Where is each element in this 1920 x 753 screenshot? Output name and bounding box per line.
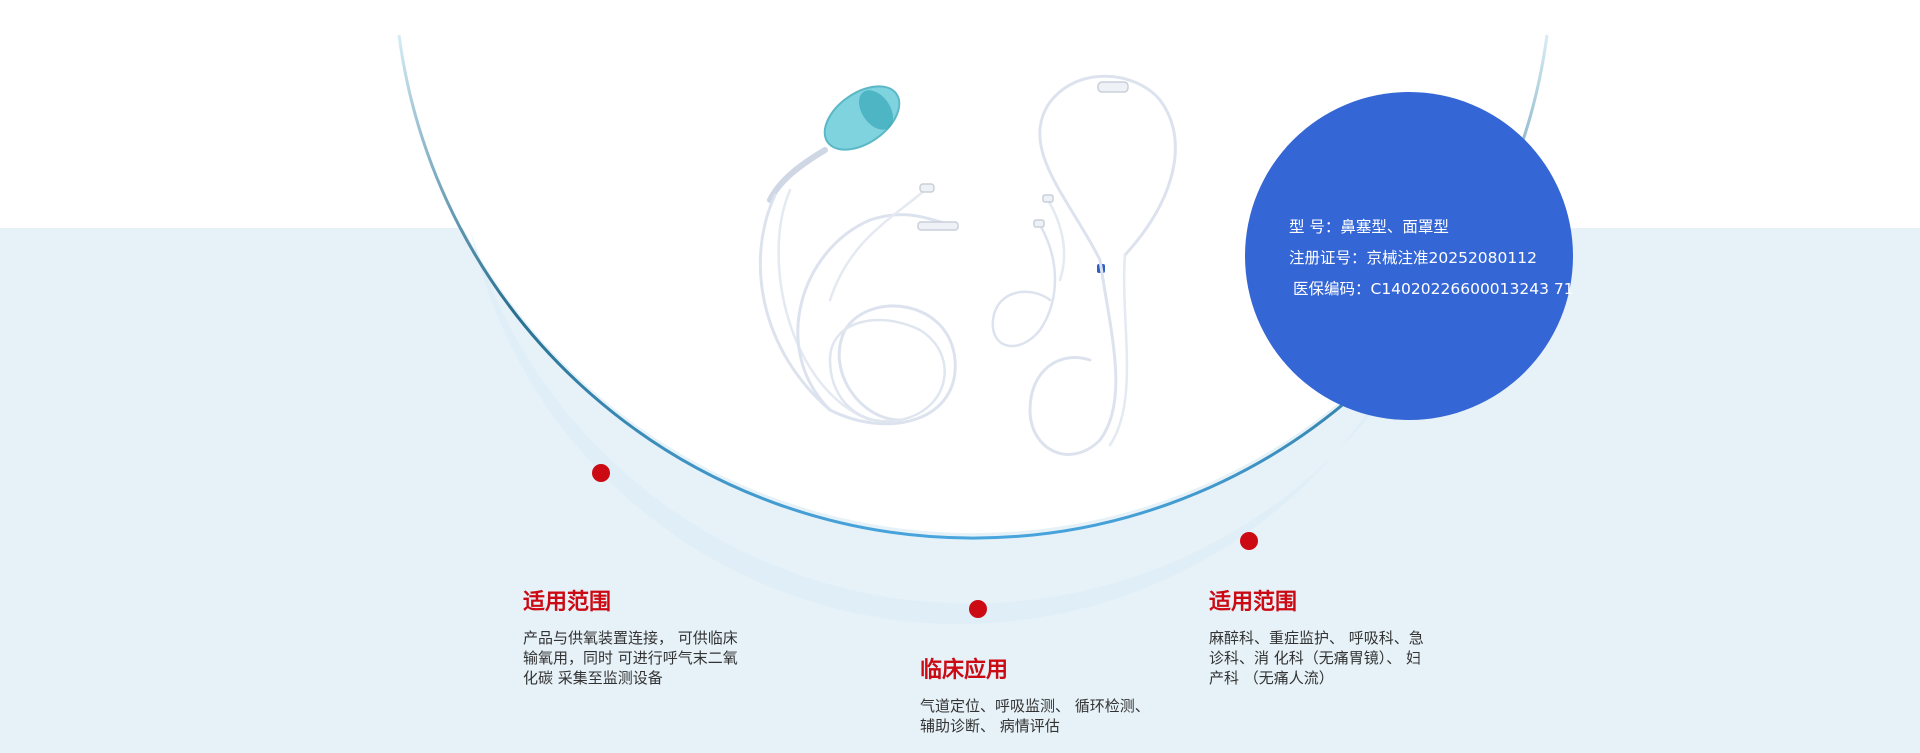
scope-block-left: 适用范围 产品与供氧装置连接， 可供临床输氧用，同时 可进行呼气末二氧化碳 采集… (523, 584, 748, 688)
info-model: 型 号：鼻塞型、面罩型 (1289, 218, 1449, 236)
scope-block-right: 适用范围 麻醉科、重症监护、 呼吸科、急诊科、消 化科（无痛胃镜）、 妇产科 （… (1209, 584, 1434, 688)
arc-dot-center (969, 600, 987, 618)
info-circle (1245, 92, 1573, 420)
block-text-center: 气道定位、呼吸监测、 循环检测、辅助诊断、 病情评估 (920, 697, 1150, 735)
nasal-cannula-icon (991, 74, 1177, 456)
info-registration: 注册证号：京械注准20252080112 (1289, 249, 1537, 267)
block-text-left: 产品与供氧装置连接， 可供临床输氧用，同时 可进行呼气末二氧化碳 采集至监测设备 (523, 629, 738, 687)
clinical-block-center: 临床应用 气道定位、呼吸监测、 循环检测、辅助诊断、 病情评估 (920, 652, 1150, 736)
arc-inner-white (399, 0, 1547, 534)
arc-dot-left (592, 464, 610, 482)
block-title-center: 临床应用 (920, 658, 1009, 683)
oxygen-mask-cannula-icon (758, 85, 959, 426)
arc-dot-right (1240, 532, 1258, 550)
block-title-right: 适用范围 (1209, 590, 1298, 615)
block-text-right: 麻醉科、重症监护、 呼吸科、急诊科、消 化科（无痛胃镜）、 妇产科 （无痛人流） (1209, 629, 1424, 687)
info-insurance-code: 医保编码：C14020226600013243 71 (1293, 280, 1574, 298)
block-title-left: 适用范围 (523, 590, 612, 615)
